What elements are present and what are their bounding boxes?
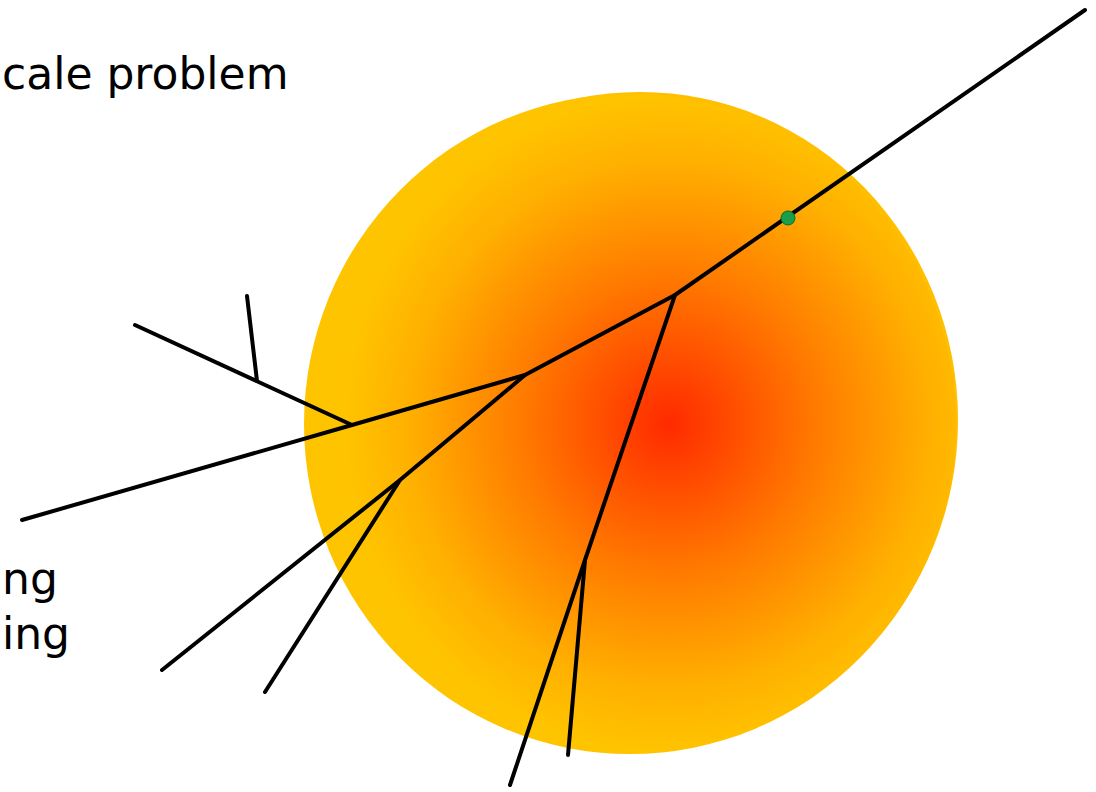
bullet-fragment: ng [2,553,58,605]
parton-branch [265,480,400,692]
shower-lines [22,10,1085,785]
parton-branch [135,325,352,425]
parton-branch [247,296,257,381]
parton-branch [510,295,675,785]
parton-branch [568,560,585,755]
slide-heading-fragment: cale problem [2,48,289,100]
bullet-fragment: ing [2,608,70,660]
vertex-dot [781,211,795,225]
